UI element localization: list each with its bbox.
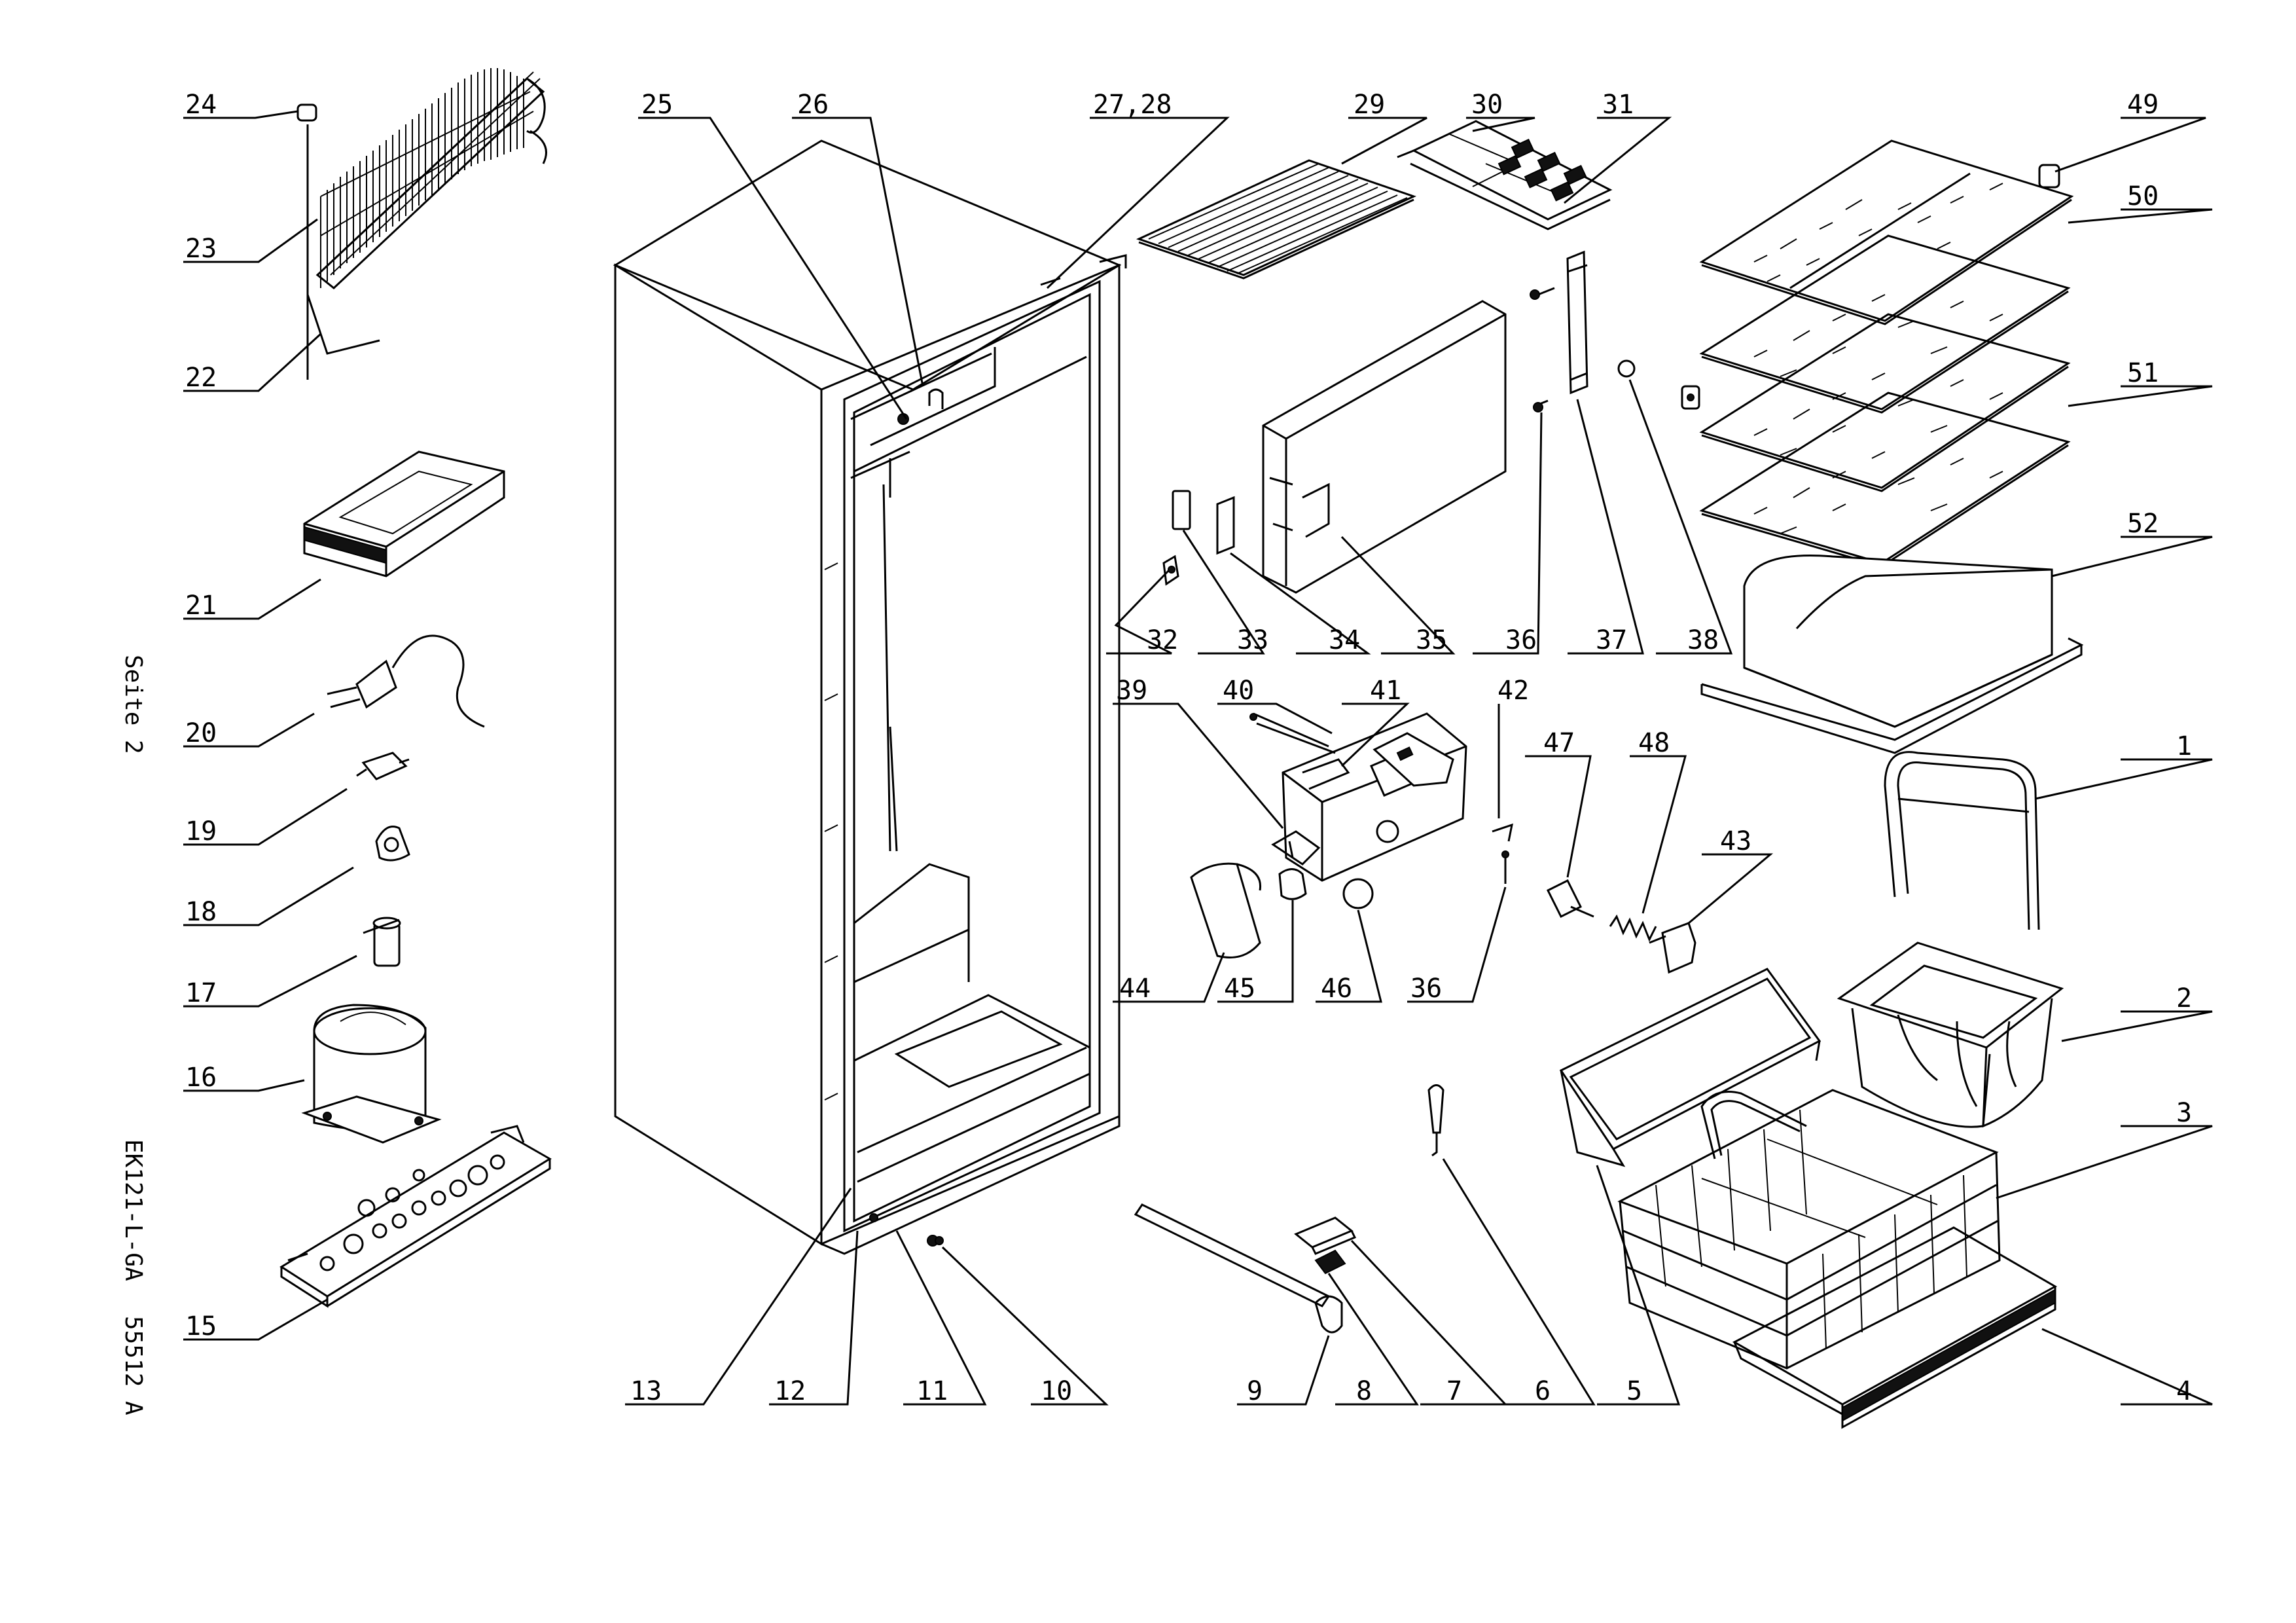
label-6: 6 xyxy=(1535,1376,1551,1406)
screw-36 xyxy=(1492,823,1513,884)
label-12: 12 xyxy=(774,1376,806,1406)
label-38: 38 xyxy=(1687,625,1719,655)
leader-lines xyxy=(183,110,2213,1406)
bottle-holder xyxy=(1837,941,2064,1128)
label-36-top: 36 xyxy=(1505,625,1537,655)
ice-tray xyxy=(1397,120,1613,230)
label-52: 52 xyxy=(2127,509,2159,539)
label-13: 13 xyxy=(630,1376,662,1406)
glass-shelves xyxy=(1699,139,2074,568)
part-labels: 24 23 22 21 20 19 18 17 16 15 25 26 27,2… xyxy=(185,90,2192,1406)
page-number: Seite 2 xyxy=(120,655,147,754)
bottom-screws xyxy=(935,1236,944,1245)
freezer-flap xyxy=(1262,300,1507,594)
label-23: 23 xyxy=(185,234,217,264)
thermostat-housing xyxy=(1271,712,1467,882)
label-3: 3 xyxy=(2176,1098,2192,1128)
label-42: 42 xyxy=(1498,676,1529,706)
label-51: 51 xyxy=(2127,358,2159,388)
label-26: 26 xyxy=(797,90,829,120)
model-number: EK121-L-GA xyxy=(120,1139,147,1281)
label-43: 43 xyxy=(1720,826,1751,856)
label-9: 9 xyxy=(1247,1376,1263,1406)
side-annotations: Seite 2 EK121-L-GA 55512 A xyxy=(120,655,147,1415)
hinge-bar xyxy=(1530,250,1636,412)
label-18: 18 xyxy=(185,897,217,927)
wire-shelf xyxy=(1136,159,1417,280)
label-20: 20 xyxy=(185,718,217,748)
compressor xyxy=(301,1004,442,1144)
label-47: 47 xyxy=(1543,728,1575,758)
label-40: 40 xyxy=(1223,676,1254,706)
label-36-bottom: 36 xyxy=(1410,974,1442,1004)
label-31: 31 xyxy=(1602,90,1634,120)
drawing-code: 55512 A xyxy=(120,1316,147,1415)
label-41: 41 xyxy=(1370,676,1401,706)
label-50: 50 xyxy=(2127,181,2159,211)
label-27-28: 27,28 xyxy=(1093,90,1172,120)
bin-support-frame xyxy=(1884,751,2040,930)
label-46: 46 xyxy=(1321,974,1352,1004)
light-cover xyxy=(1190,862,1262,958)
label-37: 37 xyxy=(1596,625,1627,655)
cabinet xyxy=(613,139,1127,1255)
label-15: 15 xyxy=(185,1311,217,1341)
capacitor xyxy=(363,917,401,967)
label-30: 30 xyxy=(1471,90,1503,120)
door-rail xyxy=(1134,1203,1357,1334)
label-5: 5 xyxy=(1626,1376,1642,1406)
label-24: 24 xyxy=(185,90,217,120)
label-45: 45 xyxy=(1224,974,1255,1004)
light-bulb xyxy=(1278,868,1307,900)
label-49: 49 xyxy=(2127,90,2159,120)
label-22: 22 xyxy=(185,363,217,393)
switch-button xyxy=(1649,922,1696,974)
condenser xyxy=(296,68,547,380)
label-10: 10 xyxy=(1041,1376,1072,1406)
door-switch xyxy=(1546,879,1594,919)
label-44: 44 xyxy=(1119,974,1151,1004)
label-34: 34 xyxy=(1329,625,1360,655)
drawer xyxy=(1732,1226,2058,1429)
spring xyxy=(1609,914,1657,942)
label-21: 21 xyxy=(185,591,217,621)
label-11: 11 xyxy=(916,1376,948,1406)
label-7: 7 xyxy=(1446,1376,1462,1406)
crisper-bin xyxy=(1700,554,2084,754)
wire-basket xyxy=(1617,1089,2001,1370)
label-16: 16 xyxy=(185,1063,217,1093)
clip-part xyxy=(356,752,410,780)
base-plate xyxy=(279,1125,552,1308)
label-32: 32 xyxy=(1147,625,1178,655)
drip-tray xyxy=(303,450,505,577)
sensor-probe xyxy=(1427,1084,1444,1157)
label-8: 8 xyxy=(1356,1376,1372,1406)
label-33: 33 xyxy=(1237,625,1268,655)
label-2: 2 xyxy=(2176,983,2192,1013)
label-25: 25 xyxy=(641,90,673,120)
label-19: 19 xyxy=(185,816,217,847)
door-bin xyxy=(1559,968,1821,1167)
relay-clamp xyxy=(375,826,410,862)
label-35: 35 xyxy=(1416,625,1447,655)
label-17: 17 xyxy=(185,978,217,1008)
label-39: 39 xyxy=(1116,676,1147,706)
label-1: 1 xyxy=(2176,731,2192,761)
label-29: 29 xyxy=(1354,90,1385,120)
shelf-clip xyxy=(1681,164,2060,410)
label-4: 4 xyxy=(2176,1376,2192,1406)
label-48: 48 xyxy=(1638,728,1670,758)
power-plug xyxy=(327,634,485,728)
door-hinge-parts xyxy=(1162,490,1235,586)
thermostat-capillary xyxy=(1249,712,1336,754)
knob xyxy=(1342,878,1374,909)
